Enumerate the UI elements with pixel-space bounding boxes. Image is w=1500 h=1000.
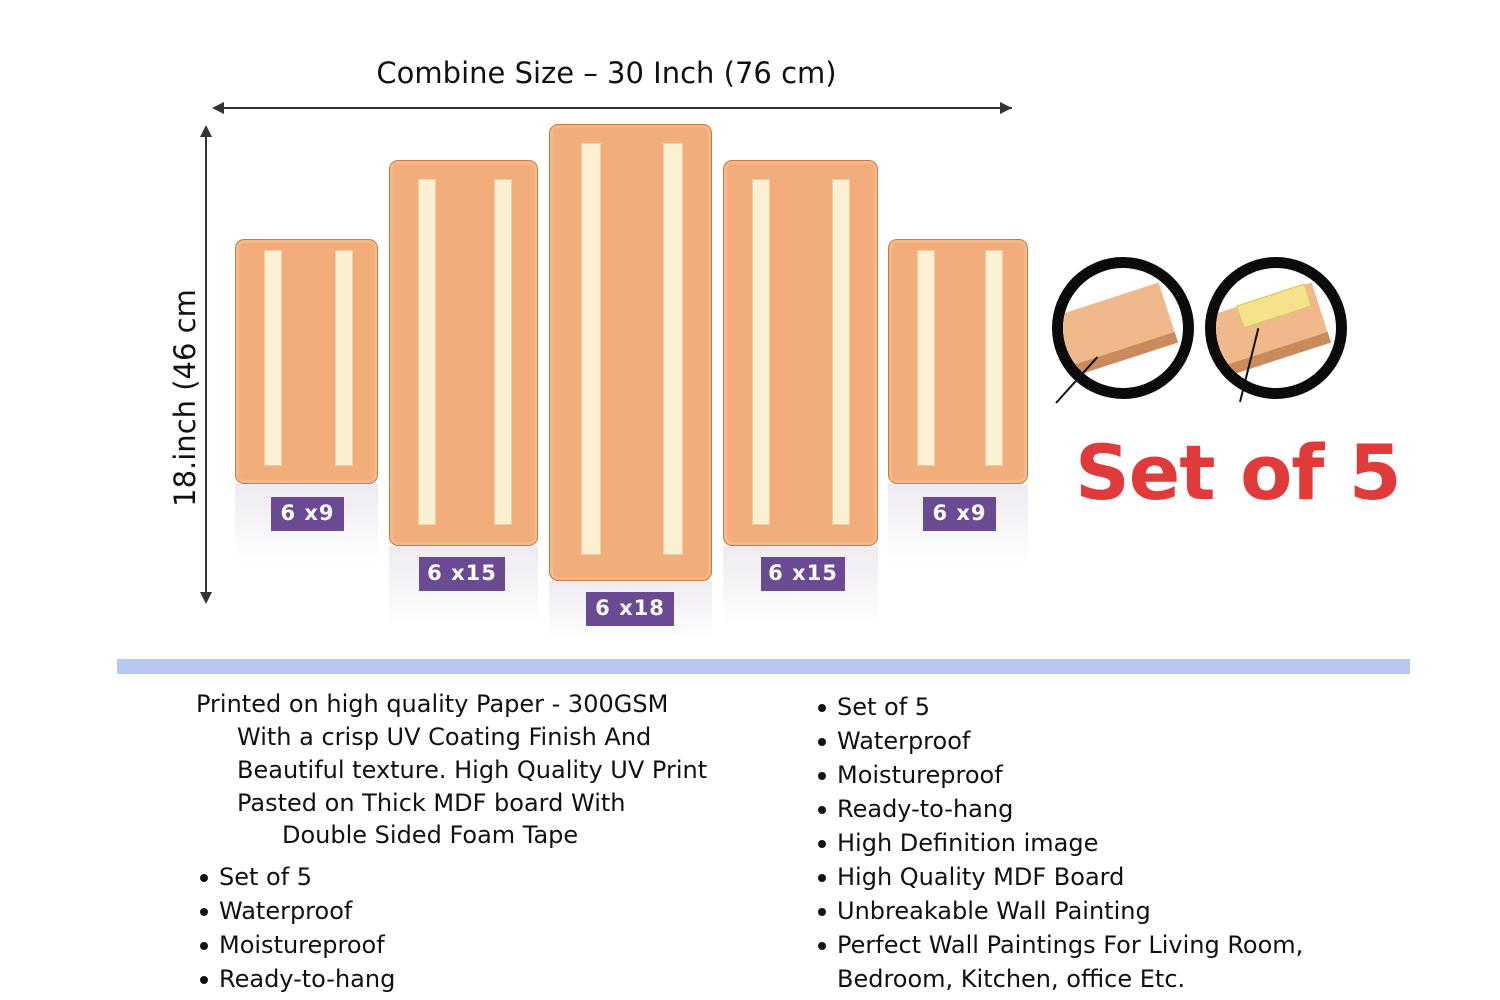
right-feature-list: Set of 5 Waterproof Moistureproof Ready-… xyxy=(816,690,1303,996)
list-item: Set of 5 xyxy=(198,860,395,894)
arrow-left-icon xyxy=(212,102,224,114)
mounting-strip xyxy=(264,250,282,466)
width-dimension-label: Combine Size – 30 Inch (76 cm) xyxy=(376,56,837,90)
list-item: Unbreakable Wall Painting xyxy=(816,894,1303,928)
arrow-up-icon xyxy=(200,125,212,137)
list-item: Waterproof xyxy=(816,724,1303,758)
panel-5 xyxy=(888,239,1028,484)
section-divider xyxy=(117,659,1410,674)
arrow-down-icon xyxy=(200,592,212,604)
panel-size-label: 6 x9 xyxy=(271,497,344,531)
panel-1 xyxy=(235,239,378,484)
mounting-strip xyxy=(418,179,436,525)
list-item-continuation: Bedroom, Kitchen, office Etc. xyxy=(837,965,1186,993)
foam-tape-zoom-icon xyxy=(1205,257,1347,399)
height-dimension-label: 18.inch (46 cm xyxy=(168,289,202,507)
list-item: Waterproof xyxy=(198,894,395,928)
list-item: Moistureproof xyxy=(816,758,1303,792)
height-dimension-line xyxy=(205,127,207,602)
panel-size-label: 6 x15 xyxy=(761,557,845,591)
description-line: Beautiful texture. High Quality UV Print xyxy=(237,756,708,784)
list-item: Moistureproof xyxy=(198,928,395,962)
description-line: With a crisp UV Coating Finish And xyxy=(237,723,652,751)
panel-3 xyxy=(549,124,712,581)
left-feature-list: Set of 5 Waterproof Moistureproof Ready-… xyxy=(198,860,395,996)
mounting-strip xyxy=(752,179,770,525)
mounting-strip xyxy=(581,143,601,555)
width-dimension-line xyxy=(214,107,1012,109)
board-edge-zoom-icon xyxy=(1052,257,1194,399)
list-item: Set of 5 xyxy=(816,690,1303,724)
set-of-5-badge: Set of 5 xyxy=(1075,428,1402,517)
list-item: Ready-to-hang xyxy=(198,962,395,996)
list-item: Ready-to-hang xyxy=(816,792,1303,826)
panel-4 xyxy=(723,160,878,546)
mdf-board-edge xyxy=(1063,282,1179,377)
panel-size-label: 6 x18 xyxy=(586,592,674,626)
mounting-strip xyxy=(985,250,1003,466)
arrow-right-icon xyxy=(1000,102,1012,114)
panel-size-label: 6 x9 xyxy=(923,497,996,531)
mounting-strip xyxy=(494,179,512,525)
panel-size-label: 6 x15 xyxy=(419,557,505,591)
mounting-strip xyxy=(832,179,850,525)
description-line: Double Sided Foam Tape xyxy=(282,821,579,849)
panel-2 xyxy=(389,160,538,546)
mounting-strip xyxy=(917,250,935,466)
mounting-strip xyxy=(663,143,683,555)
mounting-strip xyxy=(335,250,353,466)
list-item: High Quality MDF Board xyxy=(816,860,1303,894)
description-line: Pasted on Thick MDF board With xyxy=(237,789,626,817)
list-item: High Definition image xyxy=(816,826,1303,860)
list-item: Perfect Wall Paintings For Living Room, xyxy=(816,928,1303,962)
description-line: Printed on high quality Paper - 300GSM xyxy=(196,690,669,718)
